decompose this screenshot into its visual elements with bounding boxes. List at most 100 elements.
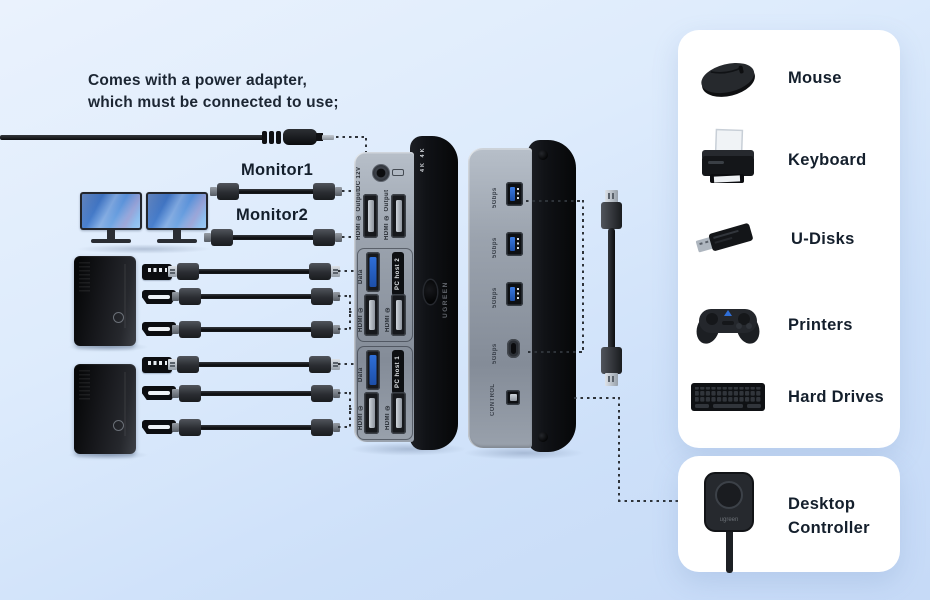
pc-host1-badge: PC host 1 [392,350,404,394]
printer-icon [692,126,764,192]
usb-plug-body [601,202,622,229]
ugreen-logo: UGREEN [442,281,449,318]
hdmi-plug [313,183,342,200]
monitor2-hdmi-cable [204,229,342,246]
pc-host2-section [357,248,413,342]
usb-plug [168,356,199,373]
usbc-port [507,339,520,358]
usb-plug [605,373,618,386]
dotted-front-top [526,200,584,202]
tower-shadow [66,342,150,352]
device-foot [538,150,548,160]
dotted-h2b [338,426,351,428]
control-label: CONTROL [490,383,496,416]
monitor2-label: Monitor2 [236,206,309,224]
usb-port-icon [142,264,172,280]
controller-label: Desktop Controller [788,492,870,540]
cable-wire [197,327,315,332]
hdmi-out1-label: HDMI ① Output [356,189,362,240]
hdmi2-port-host1 [391,392,406,434]
usb2-port [506,232,523,256]
peripheral-label-udisks: U-Disks [791,230,855,248]
dotted-h2a [338,392,351,394]
control-port [506,390,520,405]
monitor-screen [82,194,140,228]
hdmi1-port-host1 [364,392,379,434]
mouse-icon [692,50,764,106]
monitor-2 [146,192,208,243]
hdmi-out2-port [391,194,406,238]
hdmi2-port-host2 [391,294,406,336]
dotted-front-bottom [528,351,584,353]
dotted-power-h [336,136,368,138]
monitor-shadow [74,244,214,254]
usb-plug [309,263,340,280]
dotted-ctrl-2 [618,500,682,502]
controller-label-line2: Controller [788,519,870,537]
power-plug-pin [322,135,334,140]
cable-wire [235,189,317,194]
power-note-line1: Comes with a power adapter, [88,72,308,89]
usb1-port [506,182,523,206]
tower-shadow [66,450,150,460]
4k-badge: 4K 4K [420,146,426,172]
dc-jack [372,164,390,182]
dotted-ctrl-1 [574,397,620,399]
gamepad-icon [690,294,766,352]
power-cable-wire [0,135,264,140]
cable-wire [229,235,317,240]
peripheral-label-printers: Printers [788,316,853,334]
keyboard-icon [688,376,768,420]
usb-drive-icon [690,212,766,264]
peripheral-label-keyboard: Keyboard [788,151,867,169]
kvm-front-shadow [462,446,586,460]
hp-logo [113,312,124,323]
hdmi1-label-host2: HDMI ① [358,305,364,332]
usb-port-icon [142,357,172,373]
hdmi1-label-host1: HDMI ① [358,403,364,430]
desktop-controller-icon: ugreen [696,470,762,574]
hdmi-out2-label: HDMI ② Output [384,189,390,240]
dotted-ctrl-v [618,397,620,502]
hdmi-plug [172,321,201,338]
monitor-frame [146,192,208,230]
cable-wire [197,391,315,396]
dotted-usb2 [338,363,363,365]
monitor-base [157,239,197,243]
tower-vents [79,370,90,402]
usb-cable-pc2 [168,356,340,373]
pc-host2-badge: PC host 2 [392,252,404,296]
hdmi-plug [313,229,342,246]
usb-data-port-host2 [366,252,380,292]
dotted-h2v [349,392,351,428]
monitor-screen [148,194,206,228]
kvm-rear-shadow [348,442,468,456]
usb-cable-pc1 [168,263,340,280]
cable-wire [193,269,315,274]
monitor-base [91,239,131,243]
hdmi-port-icon [142,420,176,434]
monitor1-label: Monitor1 [241,161,314,179]
hdmi-cable-pc2-a [172,385,340,402]
usb3-label: 5Gbps [492,287,498,308]
power-cable-rib [269,131,274,144]
hdmi-port-icon [142,322,176,336]
usb-plug [168,263,199,280]
tower-slit [124,372,126,436]
usb-plug-body [601,347,622,374]
cable-wire [193,362,315,367]
power-cable-rib [276,131,281,144]
hdmi-plug [172,419,201,436]
data-label-host2: Data [358,269,364,284]
hdmi-port-icon [142,290,176,304]
controller-brand: ugreen [720,517,739,523]
dc-label: DC 12V [356,166,362,190]
hdmi-plug [172,288,201,305]
switch-button [424,280,437,304]
hdmi1-port-host2 [364,294,379,336]
hdmi-cable-pc1-b [172,321,340,338]
monitor1-hdmi-cable [210,183,342,200]
usb3-port [506,282,523,306]
power-plug-neck [316,133,323,141]
